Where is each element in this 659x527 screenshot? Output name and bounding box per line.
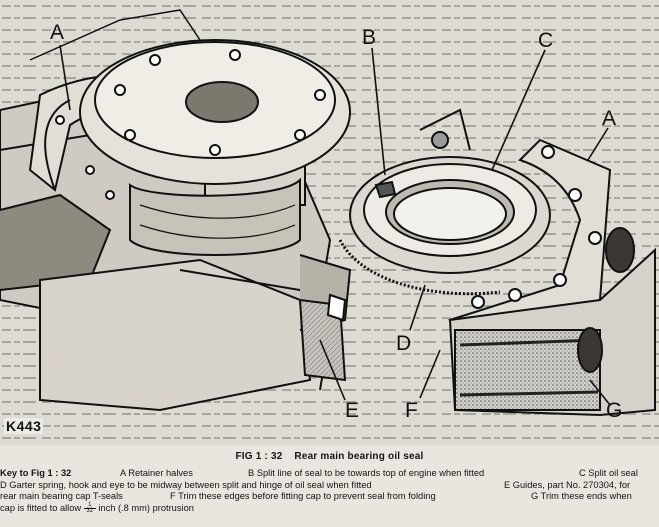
- callout-e: E: [345, 399, 360, 422]
- figure-title: Rear main bearing oil seal: [294, 451, 424, 462]
- callout-a-right: A: [602, 107, 617, 130]
- key-line3a: rear main bearing cap T-seals: [0, 491, 123, 502]
- figure-key: Key to Fig 1 : 32 A Retainer halves B Sp…: [0, 468, 659, 514]
- key-line4: cap is fitted to allow 1 32 inch (.8 mm)…: [0, 502, 194, 515]
- callout-g: G: [606, 399, 623, 422]
- key-line4-start: cap is fitted to allow: [0, 502, 82, 513]
- key-g: G Trim these ends when: [531, 491, 632, 502]
- callout-b: B: [362, 26, 377, 49]
- callout-leaders: [59, 44, 611, 406]
- figure-number: FIG 1 : 32: [235, 451, 283, 462]
- crankshaft-flange: [79, 39, 351, 256]
- key-e: E Guides, part No. 270304, for: [504, 479, 631, 490]
- figure-caption: FIG 1 : 32 Rear main bearing oil seal: [0, 451, 659, 462]
- main-bearing-cap: [448, 227, 656, 417]
- key-d: D Garter spring, hook and eye to be midw…: [0, 479, 372, 490]
- key-fraction-num: 1: [83, 502, 96, 510]
- figure-id-label: K443: [4, 418, 44, 434]
- callout-d: D: [396, 332, 412, 355]
- key-line4-end: inch (.8 mm) protrusion: [98, 502, 194, 513]
- callout-a-left: A: [50, 21, 65, 44]
- split-oil-seal: [349, 156, 551, 274]
- key-c: C Split oil seal: [579, 468, 638, 478]
- key-a: A Retainer halves: [120, 468, 193, 478]
- oil-seal-illustration: [0, 0, 659, 445]
- callout-f: F: [405, 399, 418, 422]
- key-f: F Trim these edges before fitting cap to…: [170, 491, 436, 502]
- key-b: B Split line of seal to be towards top o…: [248, 468, 485, 478]
- key-fraction: 1 32: [83, 502, 96, 515]
- garter-spring: [338, 239, 501, 296]
- key-heading: Key to Fig 1 : 32: [0, 468, 72, 478]
- callout-c: C: [538, 29, 554, 52]
- key-fraction-den: 32: [86, 508, 94, 515]
- t-seal-guide: [298, 293, 347, 382]
